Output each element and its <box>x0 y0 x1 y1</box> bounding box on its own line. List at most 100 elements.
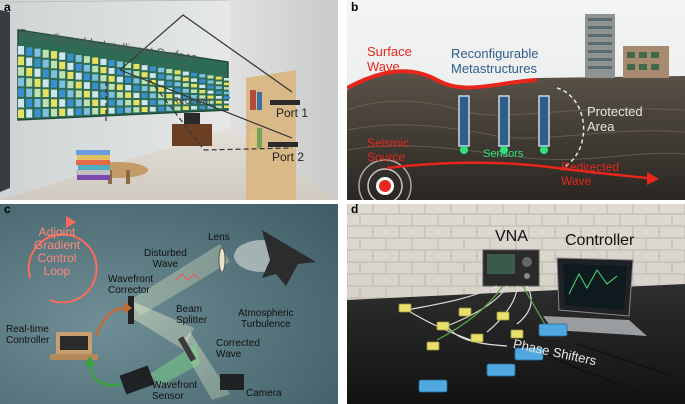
ris-tile <box>75 90 82 98</box>
receiver-label: Receiver <box>172 96 212 107</box>
loop-label: Adjoint Gradient Control Loop <box>34 226 80 278</box>
wavefront-sensor-label-line2: Sensor <box>152 391 184 402</box>
ris-tile <box>207 95 214 99</box>
ris-tile <box>141 107 148 112</box>
ris-tile <box>158 80 165 86</box>
ris-tile <box>224 96 230 99</box>
ris-tile <box>199 95 206 99</box>
corrected-wave-label-line1: Corrected <box>216 338 260 349</box>
ris-tile <box>125 107 132 113</box>
surface-wave-label-line2: Wave <box>367 59 400 74</box>
ris-tile <box>83 82 90 89</box>
ris-tile <box>207 80 214 84</box>
building-low <box>623 46 669 78</box>
ris-tile <box>166 81 173 86</box>
metastructures-label: Reconfigurable Metastructures <box>451 46 538 76</box>
ris-tile <box>34 99 41 108</box>
ris-tile <box>100 91 107 98</box>
ris-tile <box>116 107 123 114</box>
surface-wave-label: Surface Wave <box>367 44 412 74</box>
ris-tile <box>18 88 24 97</box>
ris-tile <box>149 79 156 85</box>
ris-tile <box>224 78 230 81</box>
ris-tile <box>207 75 214 79</box>
control-loop-arc <box>27 233 98 304</box>
ris-tile <box>51 80 57 88</box>
protected-area-label-line2: Area <box>587 119 615 134</box>
loop-label-line1: Adjoint <box>38 225 76 239</box>
ris-tile <box>133 63 140 70</box>
ris-tile <box>215 76 222 80</box>
ris-tile <box>133 71 140 77</box>
ris-tile <box>149 66 156 72</box>
panel-b: b Surface Wave Reconfigurable Metastruct… <box>347 0 685 200</box>
ris-tile <box>182 83 189 87</box>
panel-label-a: a <box>4 0 11 14</box>
atmospheric-turbulence-label-line2: Turbulence <box>240 319 291 330</box>
ris-tile <box>191 95 197 99</box>
seismic-scene <box>347 0 685 200</box>
ris-tile <box>100 83 107 90</box>
ris-tile <box>125 99 132 106</box>
ris-tile <box>83 90 90 98</box>
ris-tile <box>26 78 33 87</box>
lens <box>218 247 226 273</box>
ris-tile <box>51 60 57 69</box>
ris-tile <box>92 57 99 64</box>
wavefront-corrector-label-line1: Wavefront <box>108 274 154 285</box>
wavefront-sensor <box>119 365 155 395</box>
ris-tile <box>59 52 66 60</box>
surface-wave-line <box>347 69 538 90</box>
wavefront-sensor-label-line1: Wavefront <box>152 380 198 391</box>
ris-tile <box>108 75 115 82</box>
ris-tile <box>67 108 74 116</box>
ris-tile <box>67 53 74 61</box>
ris-tile <box>42 59 49 68</box>
ris-tile <box>75 63 82 71</box>
ris-tile <box>59 61 66 70</box>
ris-tile <box>158 74 165 79</box>
camera-icon <box>220 374 244 390</box>
ris-tile <box>199 90 206 94</box>
ris-tile <box>92 108 99 115</box>
ris-tile <box>133 107 140 113</box>
ris-tile <box>116 69 123 75</box>
panel-label-b: b <box>351 0 359 14</box>
ris-tile <box>174 94 181 99</box>
ris-tile <box>42 89 49 98</box>
realtime-controller-label-line1: Real-time <box>6 324 49 335</box>
signal-rays <box>105 14 293 151</box>
protected-area-arc <box>556 87 585 171</box>
receiver-desk <box>172 124 212 146</box>
wavefront-sensor-label: Wavefront Sensor <box>152 380 197 402</box>
camera-label: Camera <box>246 388 282 399</box>
ris-tile <box>149 100 156 105</box>
ris-tile <box>26 109 33 118</box>
ris-tile <box>174 70 181 75</box>
ris-tile <box>215 100 222 104</box>
ris-tile <box>141 65 148 71</box>
ris-tile <box>182 88 189 93</box>
vna-instrument <box>482 249 540 287</box>
ris-tile <box>108 83 115 90</box>
ris-tile <box>67 90 74 98</box>
wavefront-corrector <box>128 296 134 324</box>
ris-tile <box>100 107 107 114</box>
ris-tile <box>207 105 214 109</box>
ris-tile <box>92 99 99 106</box>
ris-tile <box>125 85 132 91</box>
ris-tile <box>199 84 206 88</box>
ris-tile <box>149 86 156 92</box>
ris-tile <box>125 62 132 69</box>
ris-tile <box>224 87 230 90</box>
ris-tile <box>100 67 107 74</box>
vna-label: VNA <box>495 228 528 245</box>
port2-label: Port 2 <box>272 150 305 164</box>
ris-tile <box>158 106 165 112</box>
ris-tile <box>158 87 165 92</box>
ris-tile <box>59 108 66 116</box>
ris-tile <box>191 89 197 93</box>
ris-tile <box>92 74 99 81</box>
ris-tile <box>174 88 181 93</box>
ris-tile <box>174 100 181 105</box>
